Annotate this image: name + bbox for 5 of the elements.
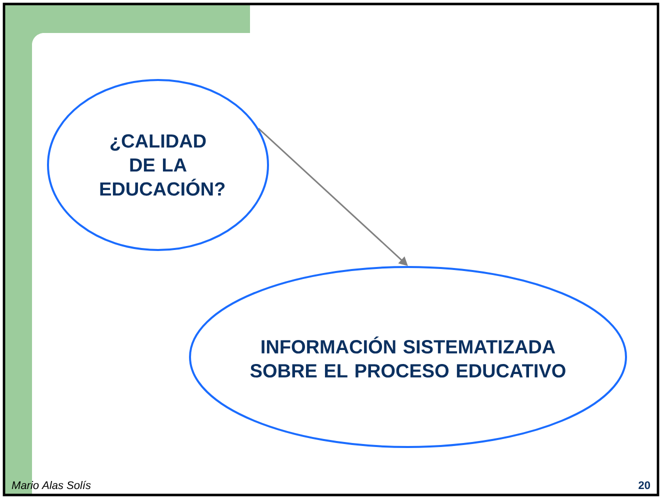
ellipse-node: ¿CALIDAD DE LA EDUCACIÓN? — [47, 79, 269, 251]
page-number: 20 — [638, 481, 650, 490]
author-name: Mario Alas Solís — [12, 480, 91, 490]
ellipse-node: INFORMACIÓN SISTEMATIZADA SOBRE EL PROCESO EDUCATIVO — [189, 266, 627, 448]
arrow — [258, 128, 408, 266]
